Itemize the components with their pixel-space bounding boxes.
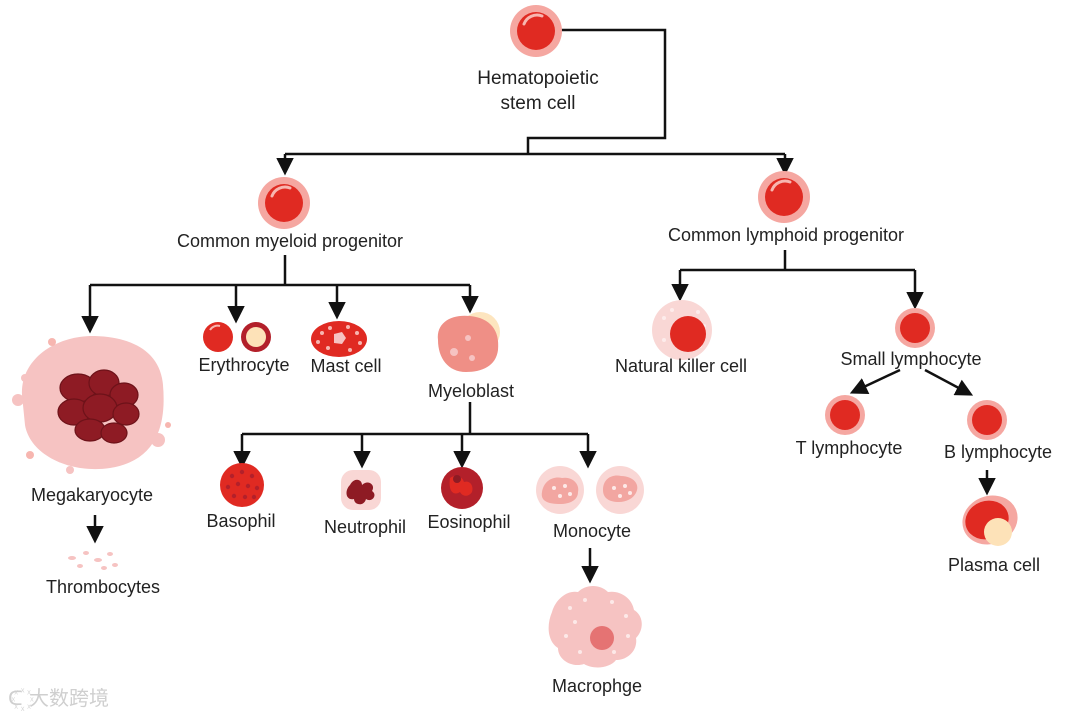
small-lymphocyte-icon (895, 308, 935, 348)
neutrophil-label: Neutrophil (323, 517, 407, 537)
stem-loop-line (526, 28, 667, 154)
mast-cell-label: Mast cell (310, 356, 382, 376)
t-lymphocyte-icon (825, 395, 865, 435)
stem-cell-label: Hematopoietic stem cell (477, 68, 599, 114)
lymphoid-progenitor-label: Common lymphoid progenitor (667, 225, 905, 245)
b-lymphocyte-icon (967, 400, 1007, 440)
macrophage-icon (548, 586, 642, 668)
monocyte-icon (536, 466, 644, 514)
b-lymphocyte-label: B lymphocyte (943, 442, 1053, 462)
thrombocytes-icon (68, 551, 118, 570)
myeloid-progenitor-icon (258, 177, 310, 229)
stem-cell-icon (510, 5, 562, 57)
myeloid-progenitor-label: Common myeloid progenitor (176, 231, 404, 251)
monocyte-label: Monocyte (552, 521, 632, 541)
t-lymphocyte-label: T lymphocyte (795, 438, 903, 458)
megakaryocyte-label: Megakaryocyte (30, 485, 154, 505)
watermark-text: ᑕ꙰ 大数跨境 (8, 682, 109, 711)
lymphoid-progenitor-icon (758, 171, 810, 223)
small-lymphocyte-label: Small lymphocyte (840, 349, 982, 369)
plasma-cell-icon (962, 495, 1018, 546)
neutrophil-icon (341, 470, 381, 510)
myeloblast-label: Myeloblast (427, 381, 515, 401)
basophil-icon (220, 463, 264, 507)
to-b-lymphocyte-arrow (924, 368, 974, 396)
mast-cell-icon (311, 321, 367, 357)
megakaryocyte-icon (12, 335, 171, 474)
eosinophil-icon (441, 467, 483, 509)
macrophage-label: Macrophge (551, 676, 643, 696)
myeloblast-icon (437, 312, 500, 372)
plasma-cell-label: Plasma cell (947, 555, 1041, 575)
erythrocyte-label: Erythrocyte (198, 355, 290, 375)
nk-cell-label: Natural killer cell (614, 356, 748, 376)
thrombocytes-label: Thrombocytes (45, 577, 161, 597)
nk-cell-icon (652, 300, 712, 360)
connector-lines (81, 28, 996, 584)
eosinophil-label: Eosinophil (427, 512, 511, 532)
watermark-label: 大数跨境 (28, 686, 109, 710)
to-t-lymphocyte-arrow (849, 368, 901, 394)
basophil-label: Basophil (206, 511, 276, 531)
watermark-logo-icon: ᑕ꙰ (8, 686, 29, 710)
erythrocyte-icon (203, 322, 271, 352)
